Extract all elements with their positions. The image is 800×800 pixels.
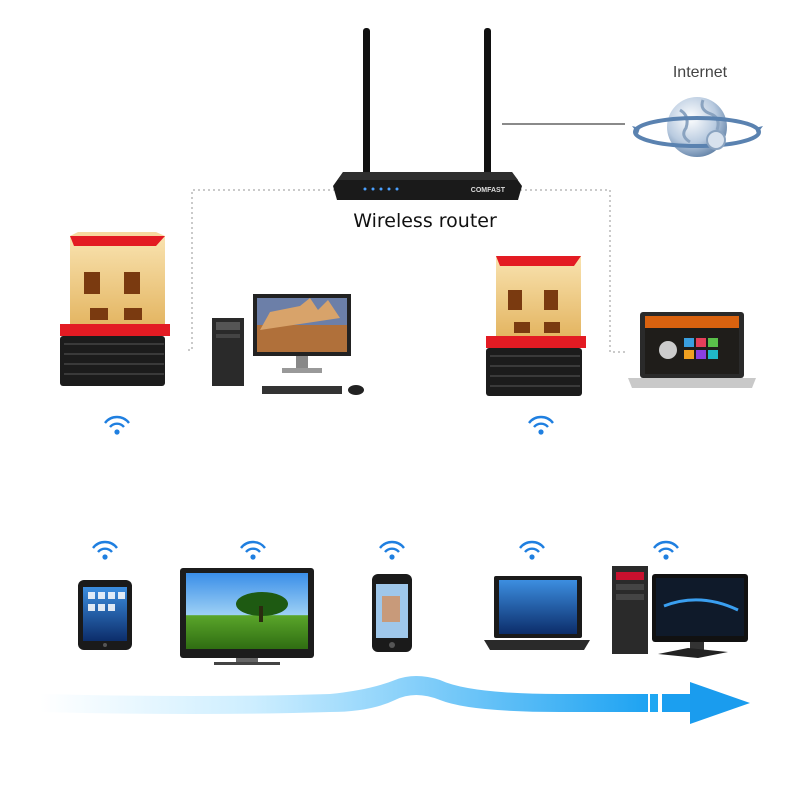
- router-brand: COMFAST: [471, 187, 506, 194]
- internet-globe-icon: [632, 97, 763, 157]
- wifi-signal-icon: [519, 540, 545, 560]
- laptop-computer: [628, 312, 756, 388]
- usb-adapter-left: [60, 232, 170, 386]
- smartphone-device: [372, 574, 412, 652]
- connection-lines: [185, 189, 628, 353]
- asus-laptop: [484, 576, 590, 650]
- flow-arrow: [40, 676, 750, 724]
- usb-adapter-right: [486, 256, 586, 396]
- wifi-signal-icon: [528, 415, 554, 435]
- gaming-desktop: [612, 566, 748, 658]
- tv-monitor: [180, 568, 314, 665]
- wifi-signal-icon: [104, 415, 130, 435]
- wifi-signal-icon: [240, 540, 266, 560]
- wifi-signal-icon: [92, 540, 118, 560]
- wifi-signal-icon: [379, 540, 405, 560]
- tablet-device: [78, 580, 132, 650]
- router-label: Wireless router: [353, 210, 497, 232]
- wifi-signal-icon: [653, 540, 679, 560]
- desktop-computer: [212, 294, 364, 395]
- wireless-router: COMFAST: [333, 28, 522, 200]
- internet-label: Internet: [672, 64, 728, 81]
